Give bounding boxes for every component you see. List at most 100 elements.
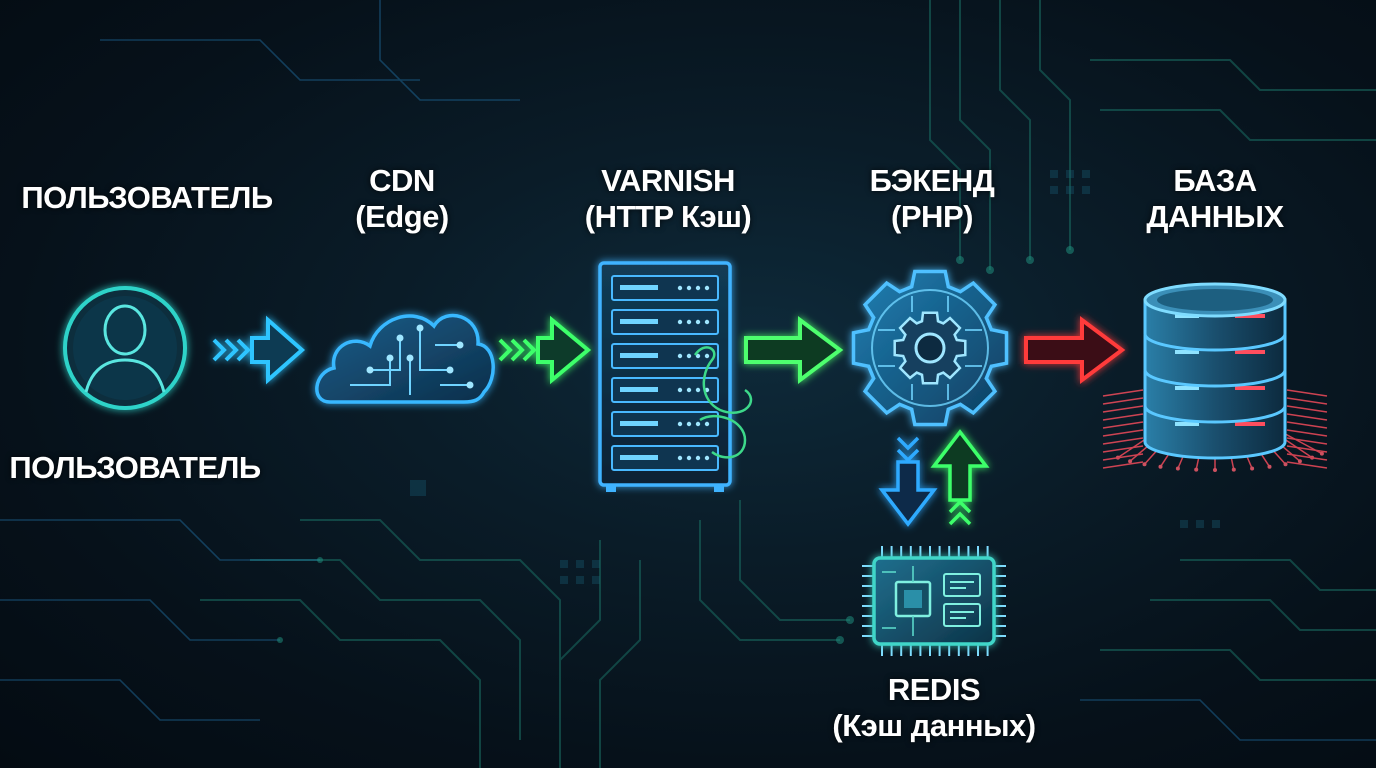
- cdn-label-line1: CDN: [369, 163, 435, 198]
- rack-slot-dot: [704, 319, 710, 325]
- db-wire: [1286, 421, 1328, 429]
- db-wire-dot: [1158, 464, 1163, 469]
- db-disk-led: [1175, 422, 1199, 426]
- db-wire-dot: [1297, 459, 1302, 464]
- rack-slot-dot: [677, 353, 683, 359]
- user-label-top: ПОЛЬЗОВАТЕЛЬ: [21, 180, 273, 216]
- rack-slot-led: [620, 421, 658, 426]
- db-wire-dot: [1319, 451, 1324, 456]
- db-disk-led-red: [1235, 350, 1265, 354]
- db-disk-led: [1175, 350, 1199, 354]
- db-wire: [1102, 413, 1144, 421]
- db-disk-led-red: [1235, 422, 1265, 426]
- backend-label: БЭКЕНД (PHP): [870, 163, 995, 235]
- db-wire: [1102, 405, 1144, 413]
- db-wire: [1102, 429, 1144, 437]
- backend-label-line2: (PHP): [891, 199, 973, 234]
- db-wire-dot: [1128, 459, 1133, 464]
- varnish-label-line2: (HTTP Кэш): [584, 199, 752, 234]
- db-wire: [1102, 421, 1144, 429]
- rack-slot-led: [620, 455, 658, 460]
- rack-slot: [611, 309, 719, 335]
- db-wire: [1286, 397, 1328, 405]
- user-label-top-text: ПОЛЬЗОВАТЕЛЬ: [21, 180, 273, 215]
- rack-slot: [611, 377, 719, 403]
- rack-slot-dot: [677, 421, 683, 427]
- rack-slot-dot: [695, 319, 701, 325]
- db-wire: [1102, 437, 1144, 445]
- circuit-cloud-icon: [315, 313, 495, 404]
- user-label-bottom: ПОЛЬЗОВАТЕЛЬ: [9, 450, 261, 486]
- cdn-label-line2: (Edge): [355, 199, 449, 234]
- rack-slot-dot: [704, 353, 710, 359]
- rack-slot-led: [620, 387, 658, 392]
- rack-slot-dot: [686, 285, 692, 291]
- rack-slot-dot: [695, 421, 701, 427]
- db-wire-dot: [1213, 468, 1217, 472]
- rack-slot-dot: [677, 455, 683, 461]
- db-wire: [1286, 445, 1328, 453]
- rack-slot: [611, 343, 719, 369]
- rack-slot-dot: [704, 455, 710, 461]
- rack-slot-dot: [695, 353, 701, 359]
- rack-slot-dot: [677, 285, 683, 291]
- redis-label-line1: REDIS: [887, 672, 981, 707]
- edge-user-cdn: [212, 315, 306, 385]
- db-wire: [1102, 461, 1144, 469]
- edge-backend-redis: [878, 436, 938, 527]
- db-disk-led: [1175, 386, 1199, 390]
- redis-label: REDIS (Кэш данных): [832, 672, 1036, 744]
- db-wire: [1102, 397, 1144, 405]
- rack-slot-dot: [686, 353, 692, 359]
- db-wire: [1286, 437, 1328, 445]
- user-avatar-icon: [63, 286, 187, 410]
- rack-slot-led: [620, 353, 658, 358]
- db-wire: [1102, 445, 1144, 453]
- rack-slot-dot: [695, 285, 701, 291]
- rack-slot-led: [620, 285, 658, 290]
- rack-slot-dot: [704, 285, 710, 291]
- database-stack-icon: [1102, 282, 1328, 472]
- rack-slot-dot: [686, 387, 692, 393]
- db-wire-dot: [1267, 464, 1272, 469]
- db-top-inner: [1157, 289, 1273, 311]
- db-wire: [1102, 453, 1144, 461]
- rack-slot-dot: [704, 421, 710, 427]
- gear-icon: [851, 269, 1009, 427]
- rack-slot-led: [620, 319, 658, 324]
- rack-slot-dot: [677, 387, 683, 393]
- rack-slot: [611, 445, 719, 471]
- db-wire: [1286, 461, 1328, 469]
- chip-icon: [862, 546, 1006, 656]
- rack-slot-dot: [686, 319, 692, 325]
- db-wire: [1286, 389, 1328, 397]
- db-wire: [1286, 429, 1328, 437]
- edge-varnish-backend: [744, 316, 844, 384]
- rack-slot-dot: [695, 455, 701, 461]
- db-wire: [1286, 413, 1328, 421]
- rack-slot-dot: [686, 455, 692, 461]
- cdn-label: CDN (Edge): [355, 163, 449, 235]
- database-label-line2: ДАННЫХ: [1146, 199, 1284, 234]
- rack-slot: [611, 411, 719, 437]
- db-wire: [1286, 453, 1328, 461]
- redis-label-line2: (Кэш данных): [832, 708, 1036, 743]
- rack-slot-dot: [677, 319, 683, 325]
- user-label-bottom-text: ПОЛЬЗОВАТЕЛЬ: [9, 450, 261, 485]
- db-wire-dot: [1283, 462, 1288, 467]
- backend-label-line1: БЭКЕНД: [869, 163, 995, 198]
- rack-slot-dot: [686, 421, 692, 427]
- edge-backend-database: [1024, 316, 1126, 384]
- db-disk-led-red: [1235, 314, 1265, 318]
- db-wire-dot: [1194, 467, 1199, 472]
- database-label: БАЗА ДАННЫХ: [1146, 163, 1284, 235]
- db-wire: [1102, 389, 1144, 397]
- db-wire-dot: [1250, 466, 1255, 471]
- database-label-line1: БАЗА: [1173, 163, 1257, 198]
- db-wire-dot: [1175, 466, 1180, 471]
- varnish-label-line1: VARNISH: [601, 163, 735, 198]
- db-wire: [1286, 405, 1328, 413]
